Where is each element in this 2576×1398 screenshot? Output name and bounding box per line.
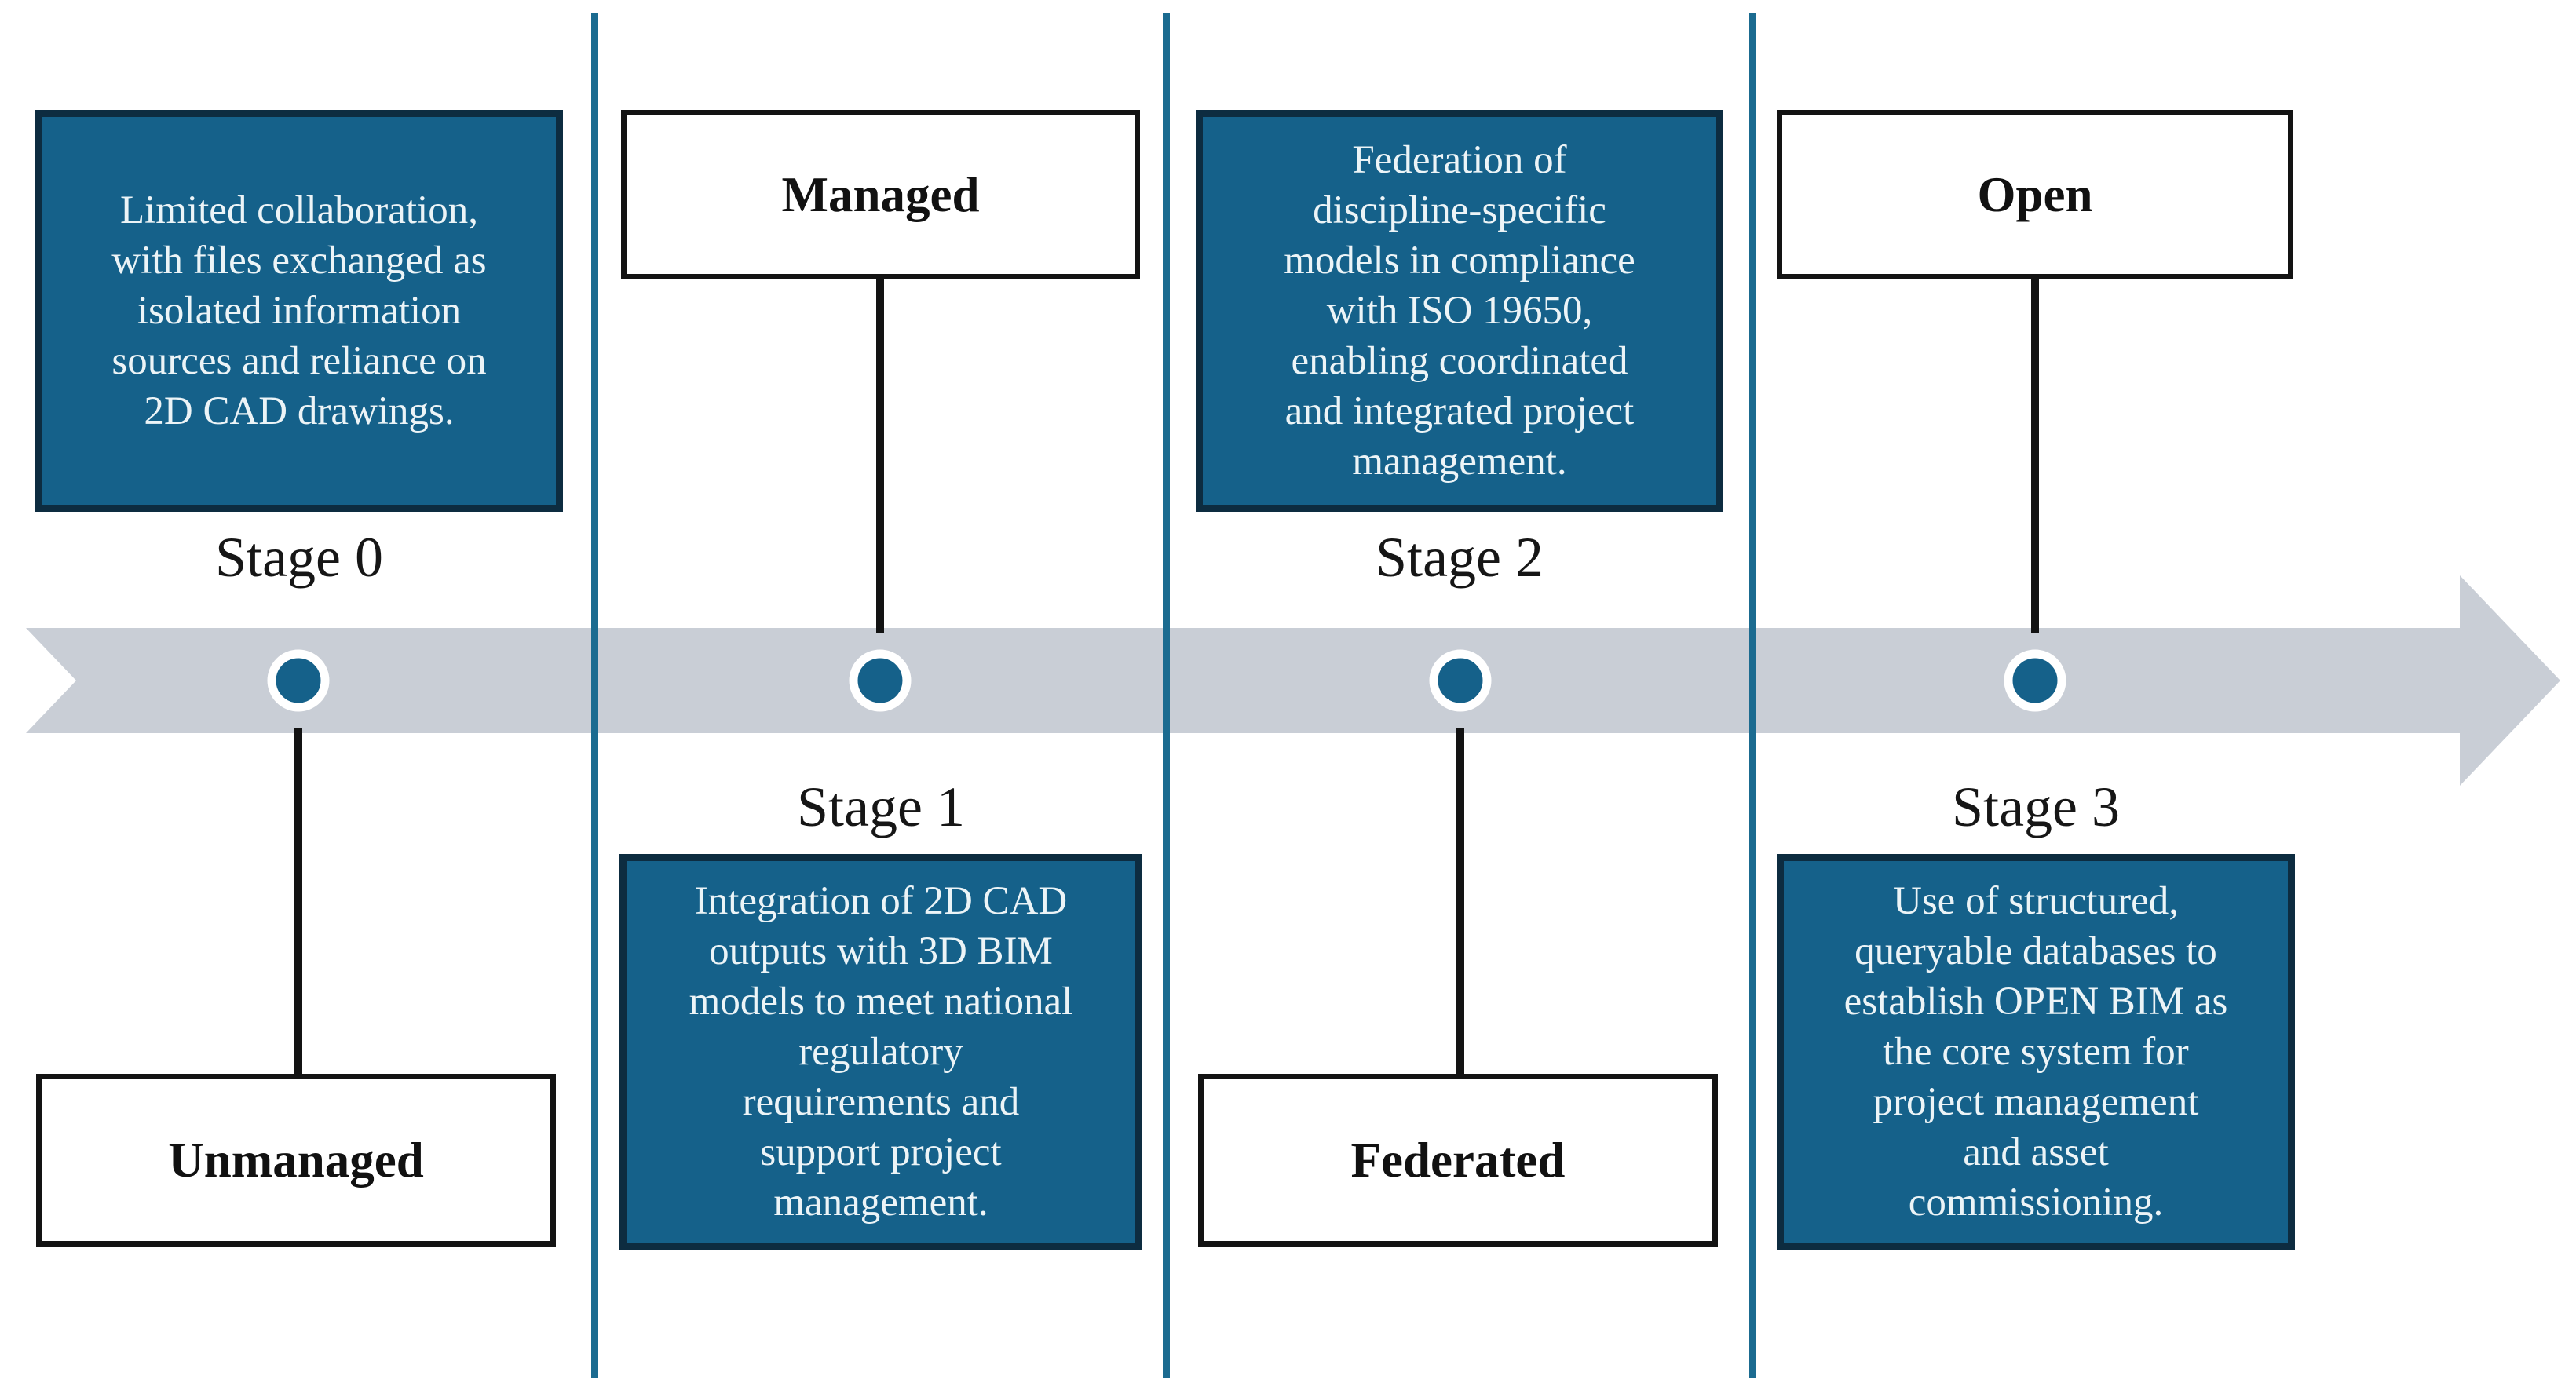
stage-0-name-label: Unmanaged (168, 1132, 424, 1188)
section-divider-3 (1749, 13, 1756, 1378)
stage-3-marker (2004, 649, 2066, 712)
stage-1-name-box: Managed (621, 110, 1140, 279)
stage-3-description: Use of structured, queryable databases t… (1843, 879, 2228, 1225)
stage-3-name-box: Open (1777, 110, 2293, 279)
stage-3-description-box: Use of structured, queryable databases t… (1777, 854, 2295, 1250)
stage-2-name-box: Federated (1198, 1074, 1718, 1247)
stage-0-description: Limited collaboration, with files exchan… (111, 188, 487, 433)
timeline-arrow (26, 575, 2560, 786)
stage-3-label: Stage 3 (1952, 776, 2120, 838)
stage-1-name-label: Managed (781, 166, 980, 222)
stage-1-description-box: Integration of 2D CAD outputs with 3D BI… (619, 854, 1142, 1250)
stage-1-description: Integration of 2D CAD outputs with 3D BI… (689, 879, 1073, 1225)
stage-2-name-label: Federated (1350, 1132, 1566, 1188)
stage-2-description-box: Federation of discipline-specific models… (1196, 110, 1723, 512)
stage-1-label: Stage 1 (797, 776, 965, 838)
stage-3-name-label: Open (1977, 166, 2093, 222)
stage-0-name-box: Unmanaged (36, 1074, 556, 1247)
section-divider-1 (591, 13, 598, 1378)
stage-0-label: Stage 0 (215, 526, 383, 589)
stage-1-marker (849, 649, 912, 712)
section-divider-2 (1163, 13, 1170, 1378)
stage-2-description: Federation of discipline-specific models… (1284, 138, 1635, 484)
stage-0-marker (267, 649, 330, 712)
stage-0-description-box: Limited collaboration, with files exchan… (35, 110, 563, 512)
stage-2-label: Stage 2 (1376, 526, 1544, 589)
stage-2-marker (1429, 649, 1492, 712)
